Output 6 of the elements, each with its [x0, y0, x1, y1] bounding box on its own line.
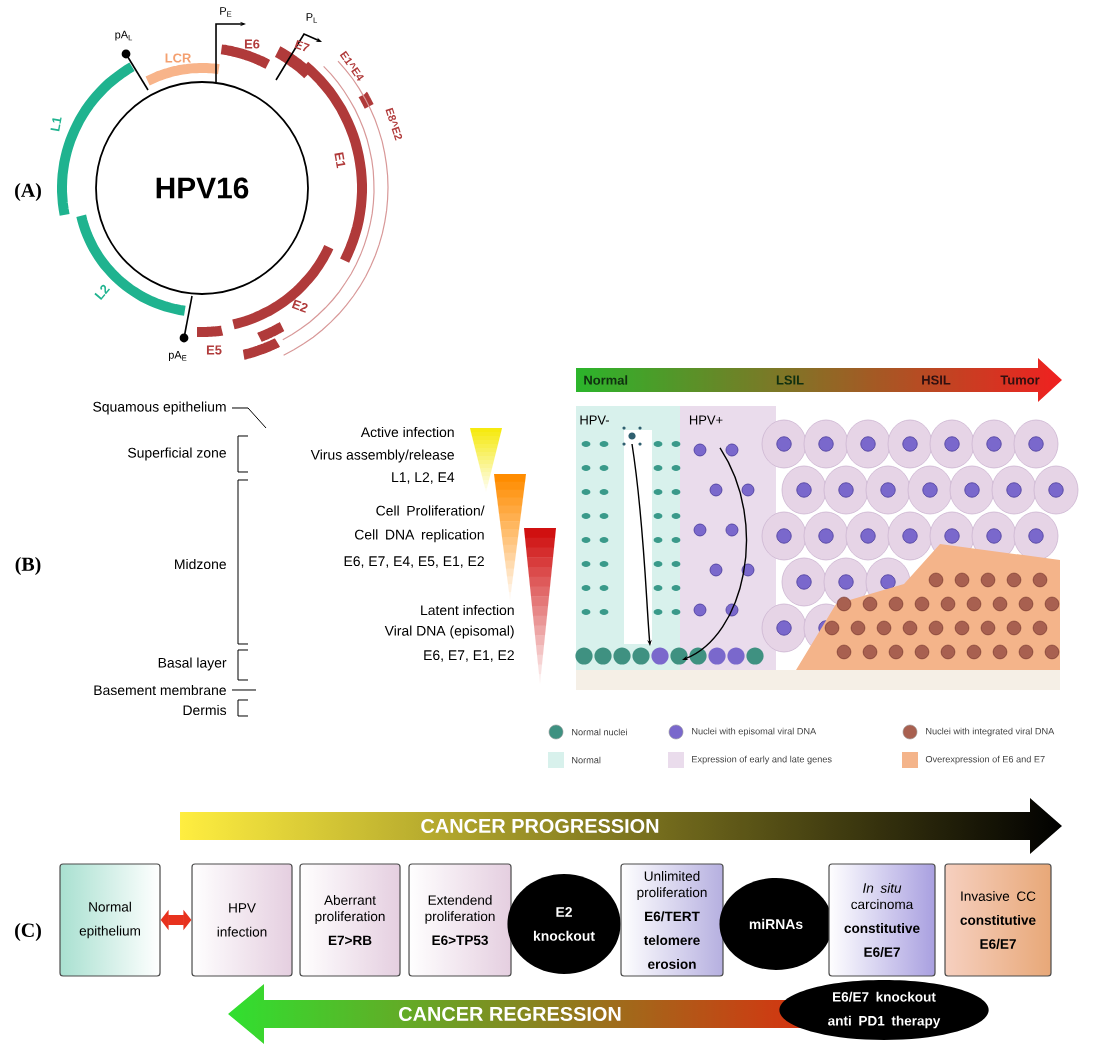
double-arrow [160, 909, 192, 931]
arrow-label: CANCER REGRESSION [399, 1006, 621, 1022]
arrow-label: CANCER PROGRESSION [421, 818, 659, 834]
panel-label: (C) [15, 922, 41, 941]
panel-label: (B) [15, 556, 41, 576]
panel-label: (A) [15, 182, 41, 202]
